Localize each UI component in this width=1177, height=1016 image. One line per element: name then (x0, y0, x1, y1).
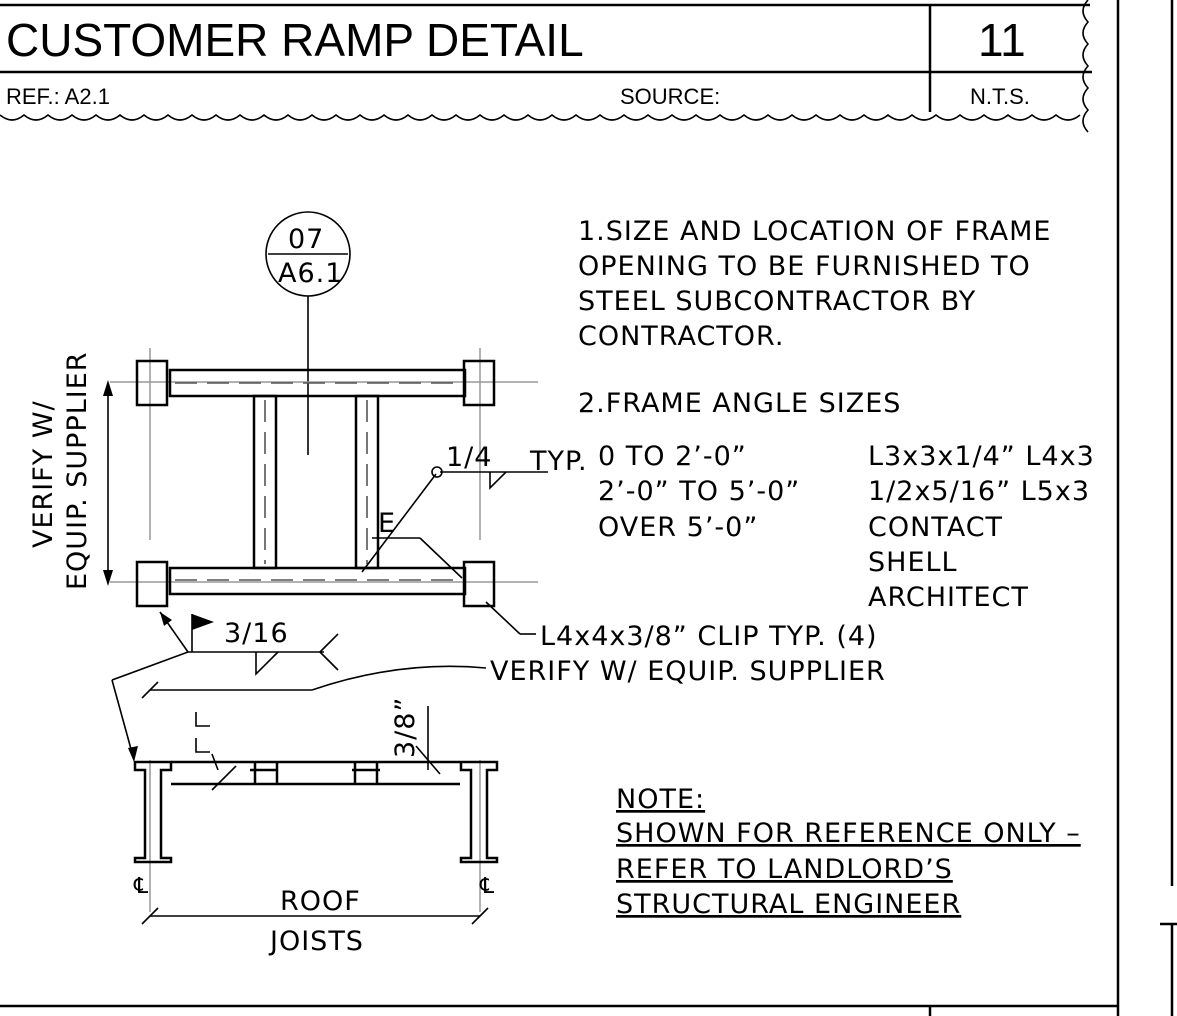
joists-label: JOISTS (268, 926, 364, 957)
sheet-number: 11 (978, 14, 1026, 66)
size-left-3: OVER 5’-0” (598, 512, 758, 543)
verify-supplier-label: VERIFY W/ EQUIP. SUPPLIER (490, 656, 886, 687)
roof-label: ROOF (280, 886, 361, 917)
centerline-left: ℄ (133, 874, 149, 899)
typ-label: TYP. (529, 446, 588, 477)
note1-line1: 1.SIZE AND LOCATION OF FRAME (578, 216, 1051, 247)
cloud-break-line-right (1082, 0, 1090, 133)
size-right-4: SHELL (868, 547, 958, 578)
size-left-1: 0 TO 2’-0” (598, 441, 747, 472)
size-left-2: 2’-0” TO 5’-0” (598, 476, 800, 507)
frame-plan-view (103, 348, 548, 762)
weld-quarter-label: 1/4 (446, 442, 492, 473)
verify-vertical-line2: EQUIP. SUPPLIER (62, 351, 93, 590)
note1-line3: STEEL SUBCONTRACTOR BY (578, 286, 976, 317)
e-label: E (378, 508, 396, 539)
size-right-3: CONTACT (868, 512, 1003, 543)
scale-label: N.T.S. (970, 84, 1030, 109)
note1-line4: CONTRACTOR. (578, 321, 784, 352)
section-callout (265, 211, 351, 455)
clip-label: L4x4x3/8” CLIP TYP. (4) (540, 621, 878, 652)
verify-vertical-line1: VERIFY W/ (28, 400, 59, 548)
note2-title: 2.FRAME ANGLE SIZES (578, 388, 901, 419)
centerline-right: ℄ (479, 874, 495, 899)
size-right-2: 1/2x5/16” L5x3 (868, 476, 1090, 507)
weld-3-16-label: 3/16 (224, 618, 289, 649)
ref-label: REF.: A2.1 (6, 84, 110, 109)
cloud-break-line (0, 113, 1081, 121)
callout-bottom: A6.1 (278, 258, 343, 289)
callout-top: 07 (288, 224, 324, 255)
reference-note-line2: REFER TO LANDLORD’S (616, 854, 953, 885)
frame-section-view (133, 706, 499, 925)
size-right-1: L3x3x1/4” L4x3 (868, 441, 1095, 472)
reference-note-heading: NOTE: (616, 784, 705, 815)
reference-note-line3: STRUCTURAL ENGINEER (616, 889, 961, 920)
three-eighths-label: 3/8” (390, 697, 421, 758)
detail-title: CUSTOMER RAMP DETAIL (6, 14, 584, 66)
reference-note-line1: SHOWN FOR REFERENCE ONLY – (616, 818, 1081, 849)
note1-line2: OPENING TO BE FURNISHED TO (578, 251, 1031, 282)
source-label: SOURCE: (620, 84, 720, 109)
title-block (0, 0, 1120, 1016)
size-right-5: ARCHITECT (868, 582, 1029, 613)
